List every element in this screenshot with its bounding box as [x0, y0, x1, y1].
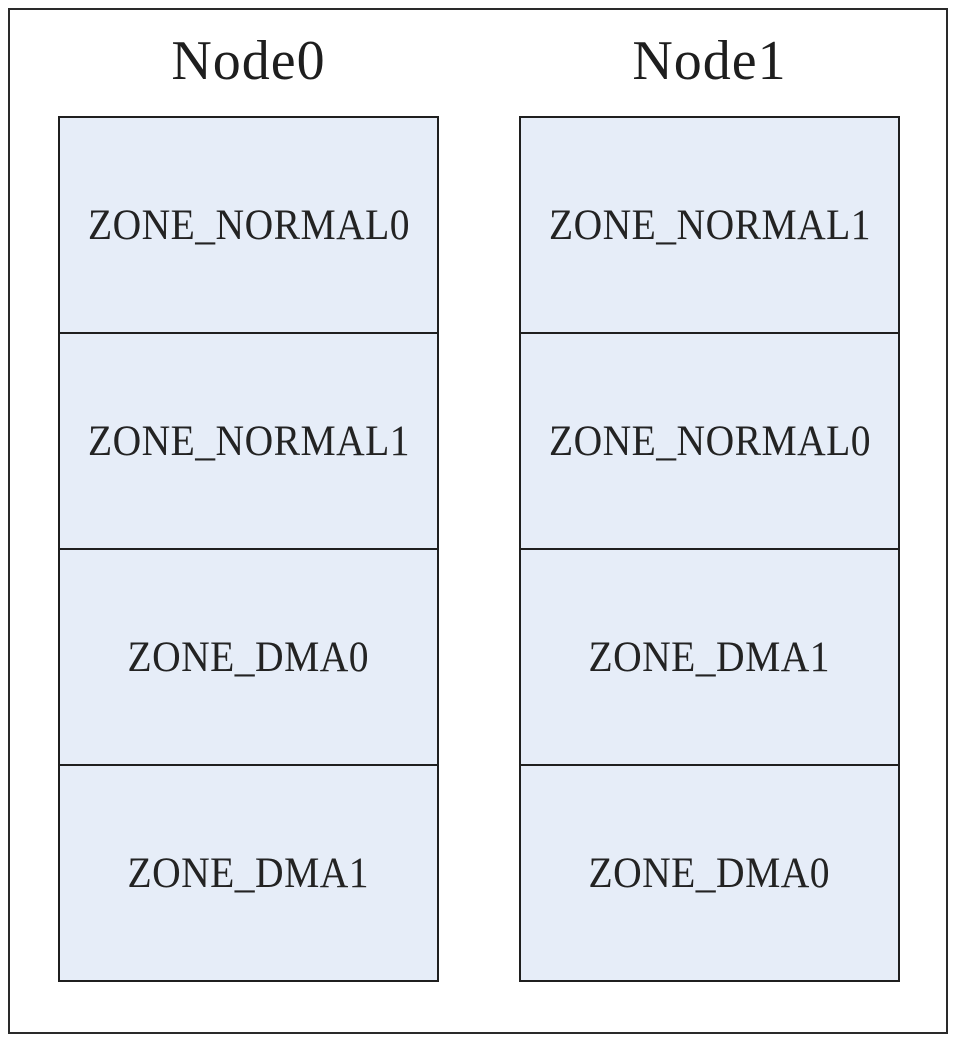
zone-box: ZONE_NORMAL1 [60, 334, 437, 550]
zone-label: ZONE_NORMAL1 [548, 201, 871, 249]
zone-label: ZONE_DMA0 [127, 633, 370, 681]
zone-box: ZONE_DMA1 [521, 550, 898, 766]
zone-box: ZONE_DMA0 [60, 550, 437, 766]
zone-label: ZONE_NORMAL0 [548, 417, 871, 465]
zone-label: ZONE_NORMAL1 [87, 417, 410, 465]
zone-box: ZONE_NORMAL1 [521, 118, 898, 334]
outer-frame: Node0 ZONE_NORMAL0 ZONE_NORMAL1 ZONE_DMA… [8, 8, 948, 1034]
zone-box: ZONE_NORMAL0 [60, 118, 437, 334]
zone-stack: ZONE_NORMAL1 ZONE_NORMAL0 ZONE_DMA1 ZONE… [519, 116, 900, 982]
zone-label: ZONE_DMA1 [127, 849, 370, 897]
zone-box: ZONE_DMA1 [60, 766, 437, 980]
node-title: Node0 [171, 30, 326, 92]
zone-label: ZONE_NORMAL0 [87, 201, 410, 249]
zone-label: ZONE_DMA0 [588, 849, 831, 897]
zone-stack: ZONE_NORMAL0 ZONE_NORMAL1 ZONE_DMA0 ZONE… [58, 116, 439, 982]
zone-box: ZONE_NORMAL0 [521, 334, 898, 550]
zone-box: ZONE_DMA0 [521, 766, 898, 980]
zone-label: ZONE_DMA1 [588, 633, 831, 681]
node-title: Node1 [632, 30, 787, 92]
